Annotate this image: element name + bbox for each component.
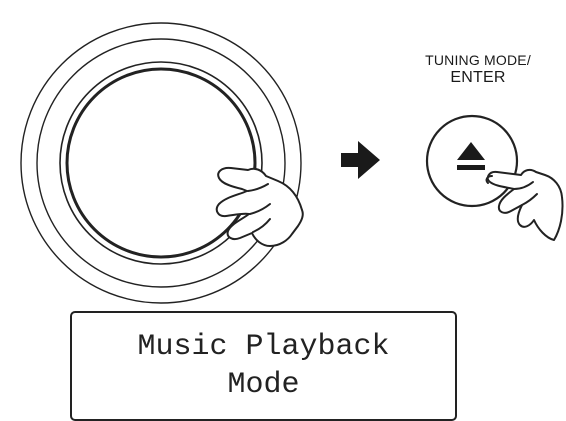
knob-center <box>65 67 257 259</box>
button-label-line1: TUNING MODE/ <box>425 52 531 68</box>
eject-icon <box>457 142 485 170</box>
display-line-1: Music Playback <box>137 330 390 364</box>
knob-middle-ring <box>36 38 286 288</box>
right-arrow-icon <box>341 141 380 179</box>
display-line-2: Mode <box>227 368 300 402</box>
knob-outer-ring <box>20 22 302 304</box>
lcd-display: Music Playback Mode <box>70 311 457 421</box>
diagram-canvas <box>20 22 564 304</box>
tuning-mode-enter-button[interactable] <box>425 114 519 208</box>
button-pointing-hand-icon <box>485 168 564 241</box>
rotary-knob-icon[interactable] <box>20 22 302 304</box>
pointing-hand-icon <box>215 166 304 247</box>
button-label-line2: ENTER <box>450 69 506 86</box>
knob-inner-ring <box>59 61 263 265</box>
